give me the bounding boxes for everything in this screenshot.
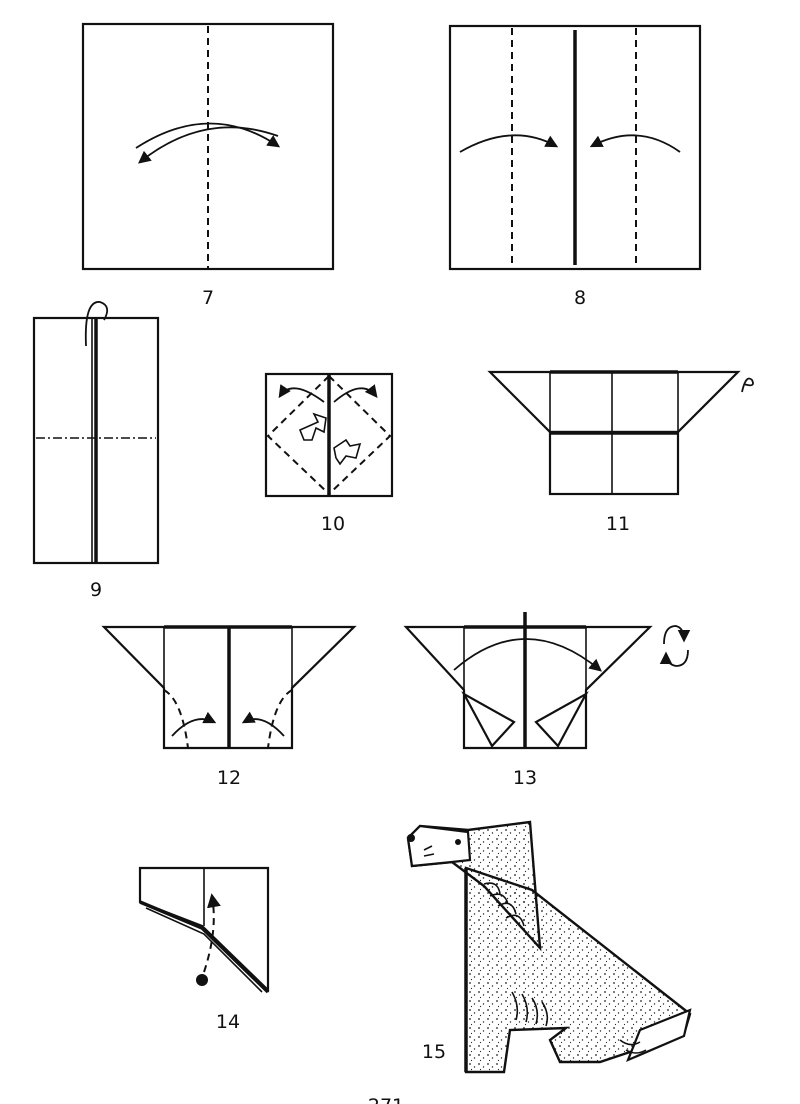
step-number-10: 10 [321, 513, 345, 535]
step-13: 13 [403, 612, 691, 789]
fold-behind-arrow-icon [741, 377, 754, 393]
step-9: 9 [32, 301, 160, 601]
step-7: 7 [81, 22, 335, 309]
step-number-14: 14 [216, 1011, 240, 1033]
step-14: 14 [138, 866, 270, 1033]
step-number-7: 7 [202, 287, 214, 309]
step-number-13: 13 [513, 767, 537, 789]
rotate-arrows-icon [659, 625, 691, 667]
step-11: 11 [487, 370, 754, 535]
step-12: 12 [101, 625, 357, 789]
dog-eye [455, 839, 461, 845]
step-number-12: 12 [217, 767, 241, 789]
step-number-8: 8 [574, 287, 586, 309]
fold-behind-arrow-icon [84, 301, 109, 347]
step-number-15: 15 [422, 1041, 446, 1063]
step-number-9: 9 [90, 579, 102, 601]
step-8: 8 [448, 24, 702, 309]
step-15: 15 [406, 820, 692, 1074]
step-number-11: 11 [606, 513, 630, 535]
step-10: 10 [264, 372, 394, 535]
page-number: 271 [368, 1095, 404, 1104]
dot-marker-icon [196, 974, 208, 986]
dog-nose [407, 834, 415, 842]
